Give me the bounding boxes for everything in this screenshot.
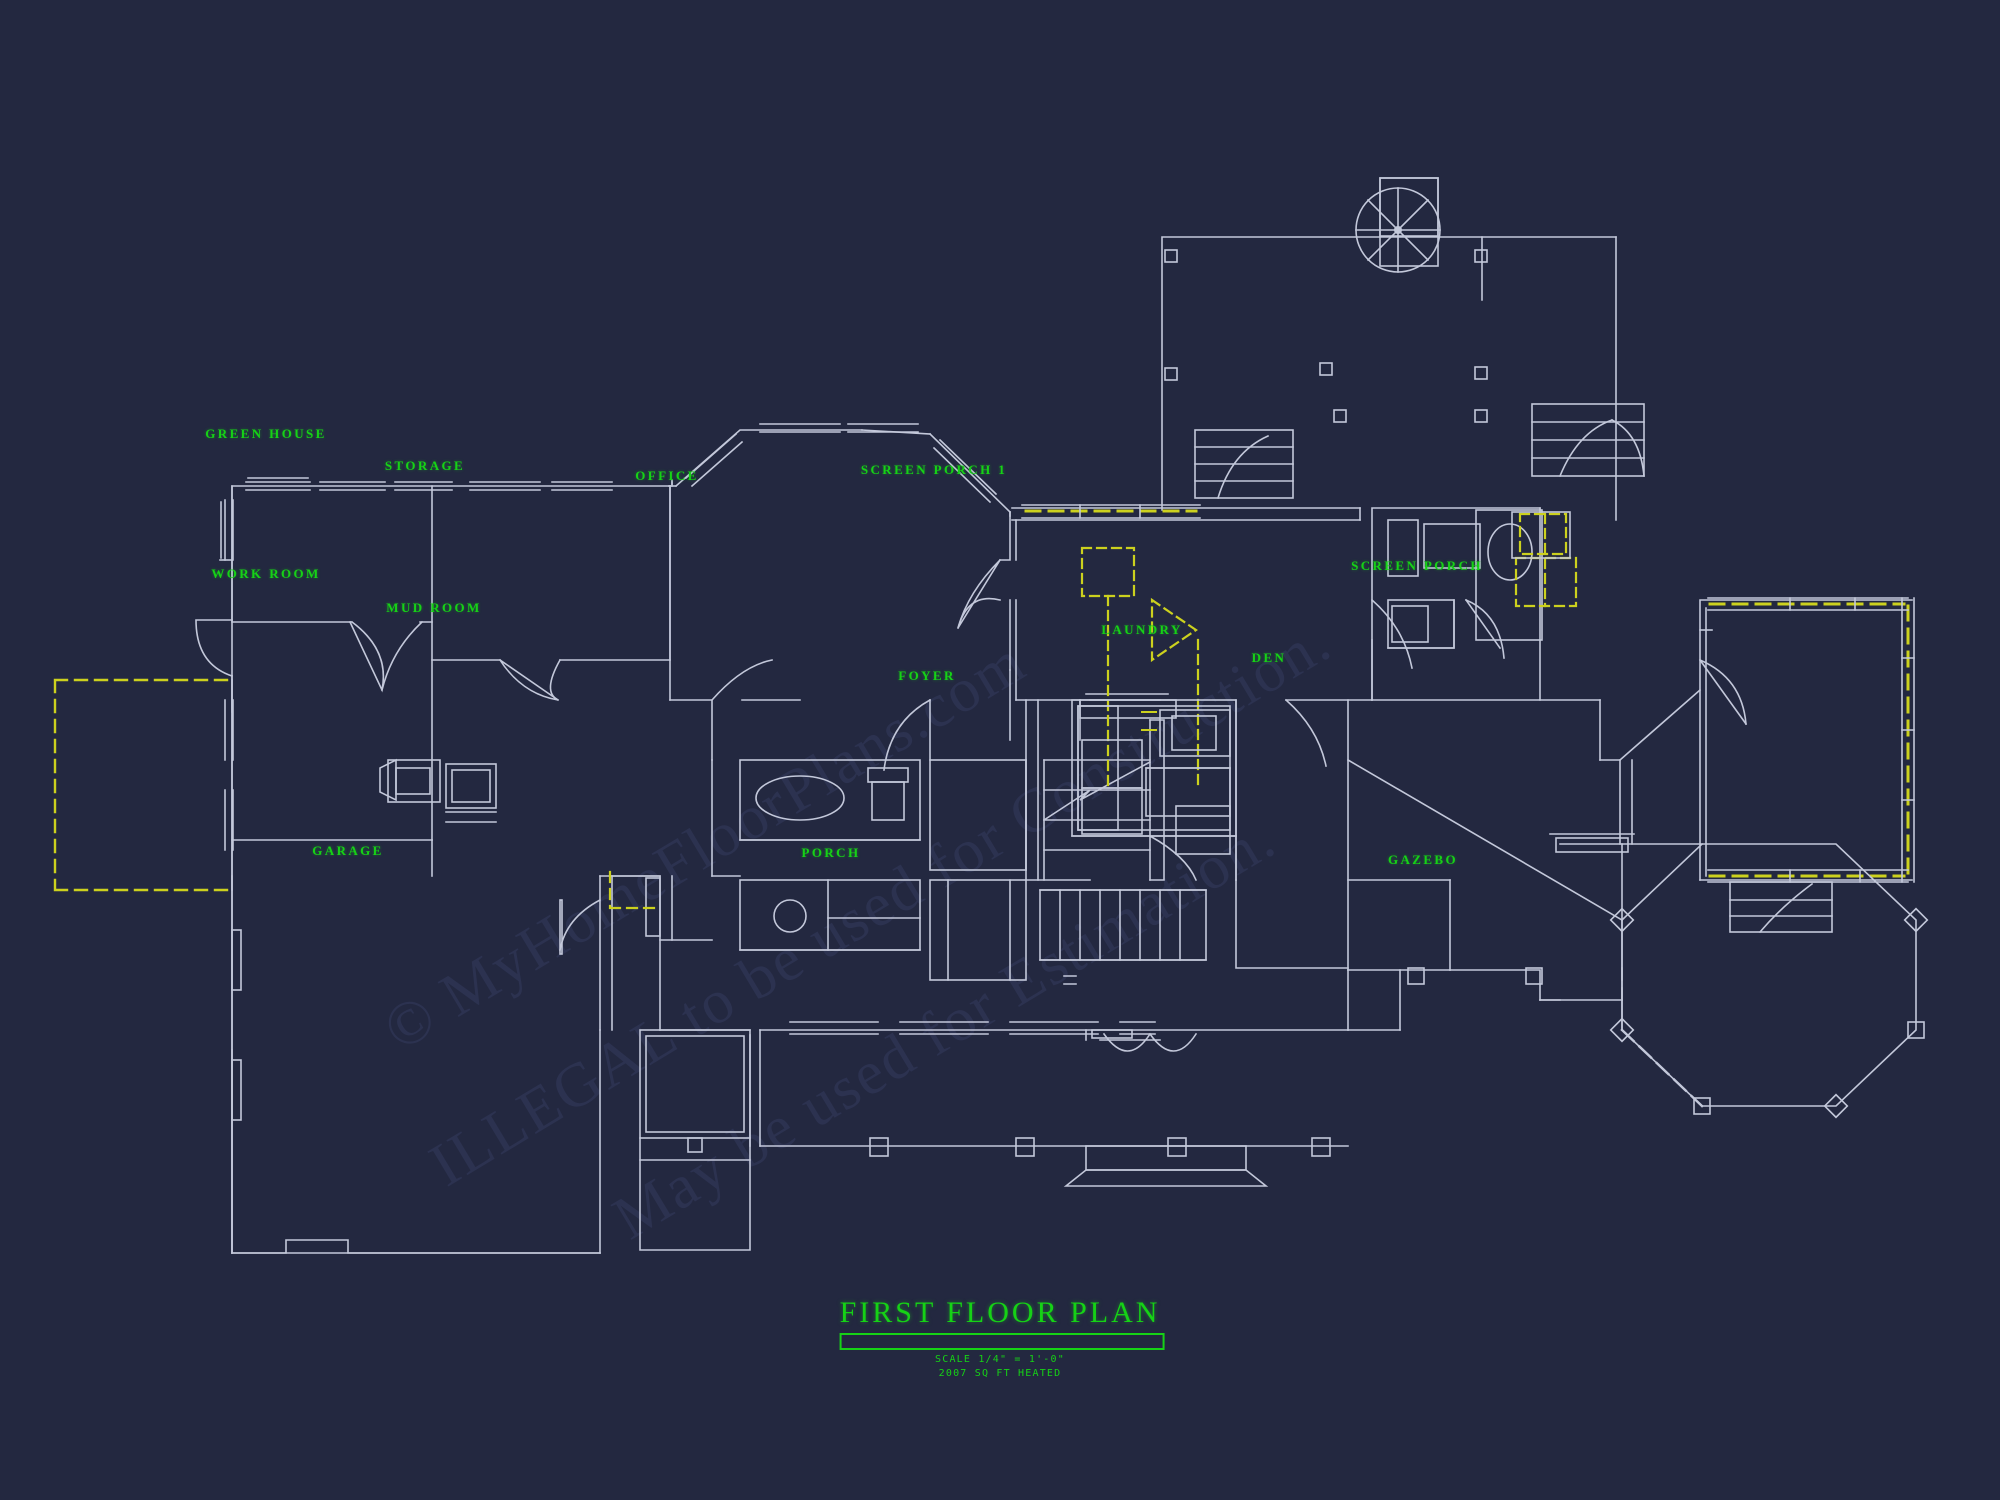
rear-stair-right bbox=[1531, 403, 1645, 478]
room-label-den: DEN bbox=[1251, 650, 1287, 665]
room-label-laundry: LAUNDRY bbox=[1101, 622, 1183, 637]
room-label-gazebo: GAZEBO bbox=[1387, 852, 1459, 867]
title-underline-bar bbox=[839, 1333, 1165, 1350]
garage-walls bbox=[231, 875, 661, 1254]
room-label-foyer: FOYER bbox=[898, 668, 956, 683]
room-label-screen-porch-1: SCREEN PORCH 1 bbox=[860, 462, 1008, 477]
screen-porch-right-screen bbox=[1708, 602, 1910, 878]
plan-title: FIRST FLOOR PLAN bbox=[839, 1296, 1161, 1329]
spiral-stair-icon bbox=[1355, 177, 1441, 273]
plan-scale-note: SCALE 1/4" = 1'-0" bbox=[935, 1354, 1065, 1365]
garage-bump bbox=[639, 1029, 751, 1251]
front-right-walls bbox=[1347, 879, 1561, 1031]
right-bath-walls bbox=[1284, 507, 1543, 767]
room-label-storage: STORAGE bbox=[384, 458, 466, 473]
rear-stair-left bbox=[1194, 429, 1294, 499]
room-label-screen-porch: SCREEN PORCH bbox=[1351, 558, 1483, 573]
room-label-porch: PORCH bbox=[801, 845, 861, 860]
screen-porch-1-walls bbox=[1009, 511, 1177, 741]
foyer-stairs bbox=[1025, 699, 1207, 985]
porch-steps-right bbox=[1729, 881, 1833, 934]
appliance-outlines bbox=[1080, 512, 1578, 792]
den-walls bbox=[1235, 699, 1621, 971]
room-label-office: OFFICE bbox=[635, 468, 699, 483]
center-fixtures bbox=[739, 698, 1027, 981]
room-label-garage: GARAGE bbox=[312, 843, 384, 858]
office-walls bbox=[668, 423, 1012, 761]
plan-area-note: 2007 SQ FT HEATED bbox=[938, 1367, 1062, 1379]
gazebo-outline bbox=[1609, 843, 1929, 1119]
front-porch-walls bbox=[749, 1021, 1349, 1187]
room-label-mud-room: MUD ROOM bbox=[386, 600, 482, 615]
title-block: FIRST FLOOR PLAN SCALE 1/4" = 1'-0" 2007… bbox=[839, 1296, 1165, 1380]
screen-porch-right-walls bbox=[1698, 599, 1913, 881]
center-left-partitions bbox=[611, 759, 751, 1031]
left-slab-outline bbox=[53, 678, 234, 892]
room-label-work-room: WORK ROOM bbox=[211, 566, 321, 581]
left-wing-walls bbox=[195, 477, 671, 1254]
rear-deck-outline bbox=[1161, 236, 1617, 521]
room-label-green-house: GREEN HOUSE bbox=[205, 426, 327, 441]
